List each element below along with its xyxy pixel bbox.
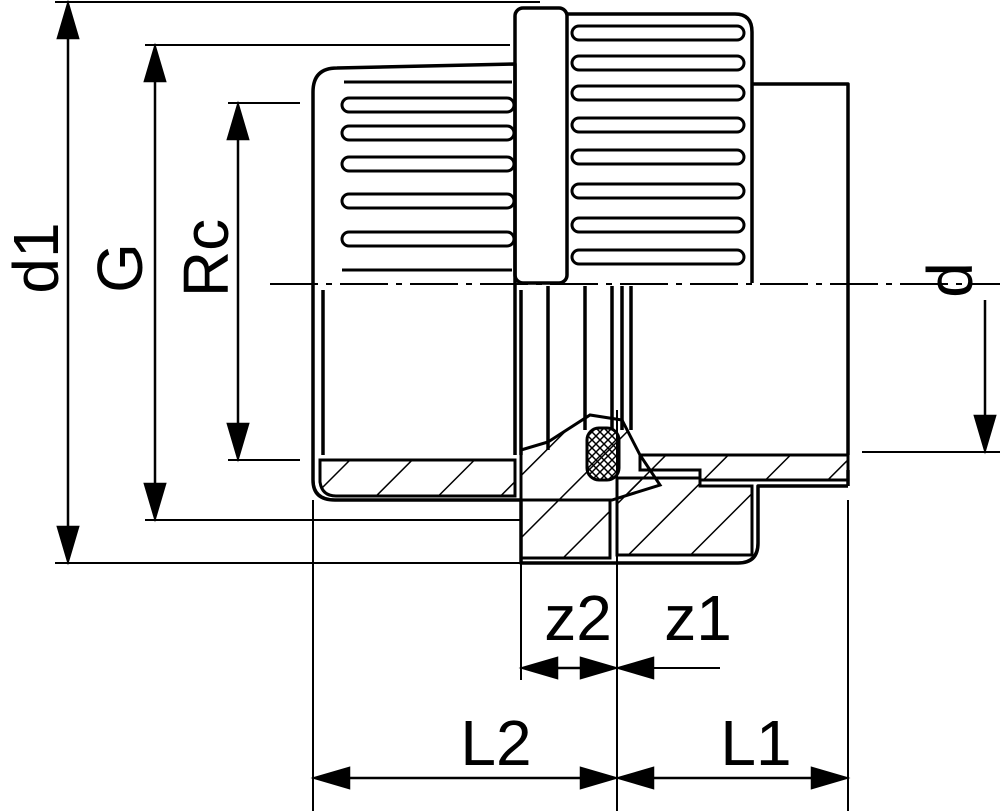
dim-z1 xyxy=(614,656,655,680)
dim-G xyxy=(143,42,167,523)
lower-nut-section xyxy=(519,484,848,565)
label-z2: z2 xyxy=(544,582,612,654)
union-nut-outline xyxy=(567,12,754,283)
label-Rc: Rc xyxy=(170,219,242,297)
o-ring-seal xyxy=(585,426,621,482)
lower-left-section xyxy=(311,455,523,510)
label-d: d xyxy=(914,262,986,298)
label-L2: L2 xyxy=(460,707,531,779)
dim-z2 xyxy=(518,656,620,680)
dim-L2 xyxy=(310,766,620,790)
left-socket-outline xyxy=(311,62,517,455)
dim-L1 xyxy=(614,766,851,790)
left-grip-ribs xyxy=(340,80,516,272)
dimension-lines xyxy=(56,0,997,790)
dimension-labels: d1 G Rc d z2 z1 L2 L1 xyxy=(0,219,986,779)
nut-flange xyxy=(513,6,569,285)
nut-grip-ribs xyxy=(570,24,746,266)
dim-Rc xyxy=(226,100,250,463)
label-G: G xyxy=(84,243,156,293)
dim-d1 xyxy=(56,0,80,566)
dim-d xyxy=(973,300,997,455)
label-d1: d1 xyxy=(0,222,72,293)
label-L1: L1 xyxy=(720,707,791,779)
extension-lines xyxy=(55,1,1000,811)
center-bore-walls xyxy=(519,286,633,455)
fitting-body xyxy=(311,6,850,565)
right-spigot-outline xyxy=(752,82,850,455)
label-z1: z1 xyxy=(664,582,732,654)
axis-lines xyxy=(270,283,1000,811)
